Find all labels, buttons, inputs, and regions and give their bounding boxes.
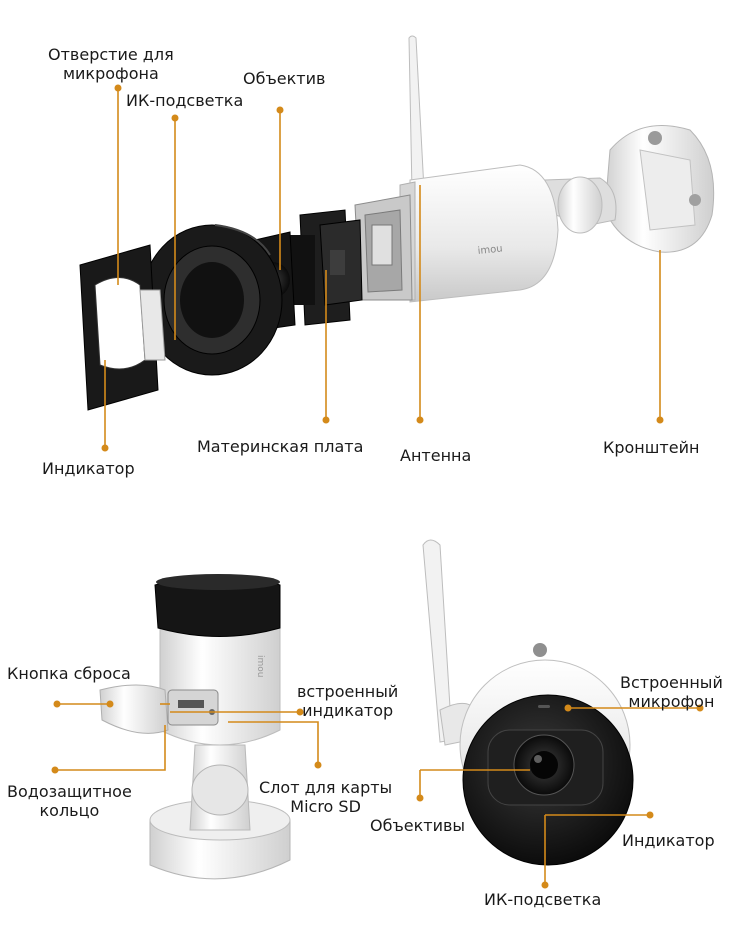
label-waterproof-ring-line1: Водозащитное [7,782,132,801]
label-indicator-bottom: Индикатор [622,831,715,850]
housing-part: imou [399,164,559,303]
rear-brand: imou [255,655,265,677]
label-mic-hole: Отверстие для микрофона [48,45,174,83]
inner-mechanics [354,194,413,301]
bracket-part [544,125,715,253]
label-mic-hole-line1: Отверстие для [48,45,174,64]
front-plate-part [79,244,166,411]
label-builtin-indicator-line2: индикатор [302,701,394,720]
label-sd-slot-line1: Слот для карты [259,778,393,797]
label-sd-slot-line2: Micro SD [290,797,361,816]
camera-rear-view: imou [99,574,291,880]
leader-dots [51,84,704,889]
ir-ring-part [141,224,283,376]
label-builtin-mic-line2: микрофон [628,692,715,711]
label-antenna: Антенна [400,446,472,465]
label-motherboard: Материнская плата [197,437,364,456]
label-reset-button: Кнопка сброса [7,664,131,683]
label-sd-slot: Слот для карты Micro SD [259,778,392,816]
exploded-camera: imou [79,35,715,411]
label-lens-top: Объектив [243,69,326,88]
label-waterproof-ring-line2: кольцо [39,801,100,820]
label-lenses: Объективы [370,816,466,835]
label-bracket: Кронштейн [603,438,700,457]
label-indicator-top: Индикатор [42,459,135,478]
label-ir-light-bottom: ИК-подсветка [484,890,602,909]
label-builtin-indicator: встроенный индикатор [297,682,398,720]
leader-lines [55,88,700,885]
label-builtin-indicator-line1: встроенный [297,682,399,701]
camera-front-view [422,539,634,866]
motherboard-part [285,209,363,326]
label-waterproof-ring: Водозащитное кольцо [7,782,132,820]
label-mic-hole-line2: микрофона [62,64,159,83]
label-builtin-mic-line1: Встроенный [620,673,723,692]
label-ir-light-top: ИК-подсветка [126,91,244,110]
label-builtin-mic: Встроенный микрофон [620,673,723,711]
housing-brand: imou [477,243,503,257]
